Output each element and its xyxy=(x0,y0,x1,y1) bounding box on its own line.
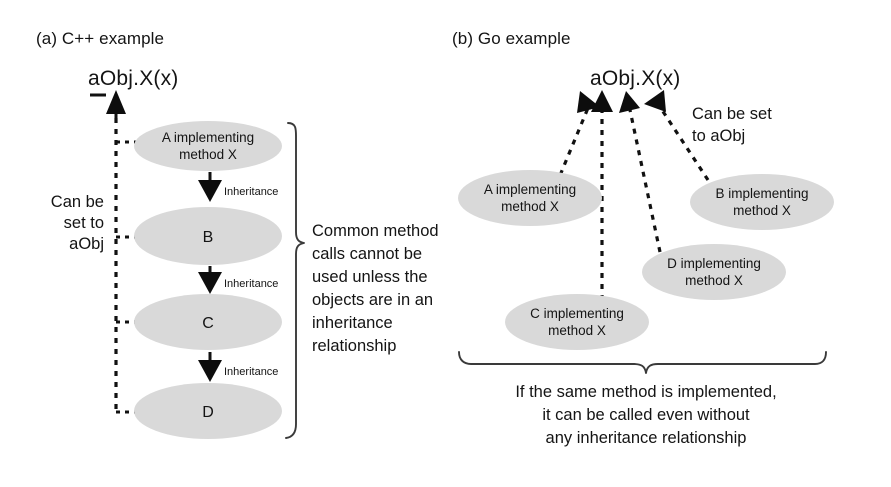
panel-a-node-c: C xyxy=(134,294,282,350)
panel-a-inheritance-label-1: Inheritance xyxy=(224,186,278,198)
panel-a-node-c-label: C xyxy=(202,315,214,332)
panel-a-node-d: D xyxy=(134,383,282,439)
panel-b-right-note-line2: to aObj xyxy=(692,127,745,145)
panel-b-brace-note-line1: If the same method is implemented, xyxy=(515,383,776,401)
panel-a-brace-note-line1: Common method xyxy=(312,222,439,240)
panel-b-node-c: C implementing method X xyxy=(505,294,649,350)
panel-a-inheritance-arrow-1: Inheritance xyxy=(198,172,278,202)
panel-a-node-a: A implementing method X xyxy=(134,121,282,171)
panel-b-node-d-line1: D implementing xyxy=(667,256,761,271)
panel-b-node-b-line1: B implementing xyxy=(715,186,808,201)
panel-b-node-a: A implementing method X xyxy=(458,170,602,226)
panel-b-brace xyxy=(458,351,827,374)
panel-b-node-c-line1: C implementing xyxy=(530,306,624,321)
panel-b-node-b: B implementing method X xyxy=(690,174,834,230)
panel-b-node-a-line1: A implementing xyxy=(484,182,576,197)
panel-a-node-d-label: D xyxy=(202,404,214,421)
panel-a-node-b-label: B xyxy=(203,229,214,246)
panel-a-left-note: Can be set to aObj xyxy=(51,193,104,253)
panel-a-left-note-line3: aObj xyxy=(69,235,104,253)
panel-b-brace-note-line2: it can be called even without xyxy=(542,406,750,424)
panel-b-arrow-from-b xyxy=(644,90,710,181)
panel-b-right-note-line1: Can be set xyxy=(692,105,772,123)
panel-a-brace xyxy=(285,122,305,439)
panel-a-left-note-line1: Can be xyxy=(51,193,104,211)
panel-a-title: (a) C++ example xyxy=(36,29,164,48)
panel-a-left-note-line2: set to xyxy=(64,214,104,232)
panel-a-brace-note-line3: used unless the xyxy=(312,268,428,286)
panel-b-node-a-line2: method X xyxy=(501,199,559,214)
panel-a-call-expression: aObj.X(x) xyxy=(88,67,179,90)
panel-a-node-a-line1: A implementing xyxy=(162,130,254,145)
panel-b-arrow-from-d xyxy=(619,91,662,253)
panel-b-title: (b) Go example xyxy=(452,29,571,48)
panel-b-brace-note: If the same method is implemented, it ca… xyxy=(515,383,776,447)
panel-b-node-d: D implementing method X xyxy=(642,244,786,300)
panel-b-node-c-line2: method X xyxy=(548,323,606,338)
panel-b-call-expression: aObj.X(x) xyxy=(590,67,681,90)
panel-b-brace-note-line3: any inheritance relationship xyxy=(546,429,747,447)
panel-a-inheritance-label-3: Inheritance xyxy=(224,366,278,378)
panel-b-arrow-from-c xyxy=(591,90,613,300)
panel-a-brace-note-line2: calls cannot be xyxy=(312,245,422,263)
panel-b-right-note: Can be set to aObj xyxy=(692,105,772,145)
panel-a-brace-note: Common method calls cannot be used unles… xyxy=(312,222,439,355)
panel-b-node-d-line2: method X xyxy=(685,273,743,288)
panel-a-inheritance-label-2: Inheritance xyxy=(224,278,278,290)
panel-a-inheritance-arrow-3: Inheritance xyxy=(198,352,278,382)
panel-a-brace-note-line6: relationship xyxy=(312,337,396,355)
panel-b-node-b-line2: method X xyxy=(733,203,791,218)
panel-a-brace-note-line5: inheritance xyxy=(312,314,393,332)
panel-a-call-arrow xyxy=(90,90,126,118)
panel-a-inheritance-arrow-2: Inheritance xyxy=(198,266,278,294)
panel-b-arrow-from-a xyxy=(554,91,600,186)
panel-a-brace-note-line4: objects are in an xyxy=(312,291,433,309)
panel-a-node-a-line2: method X xyxy=(179,147,237,162)
panel-a-node-b: B xyxy=(134,207,282,265)
